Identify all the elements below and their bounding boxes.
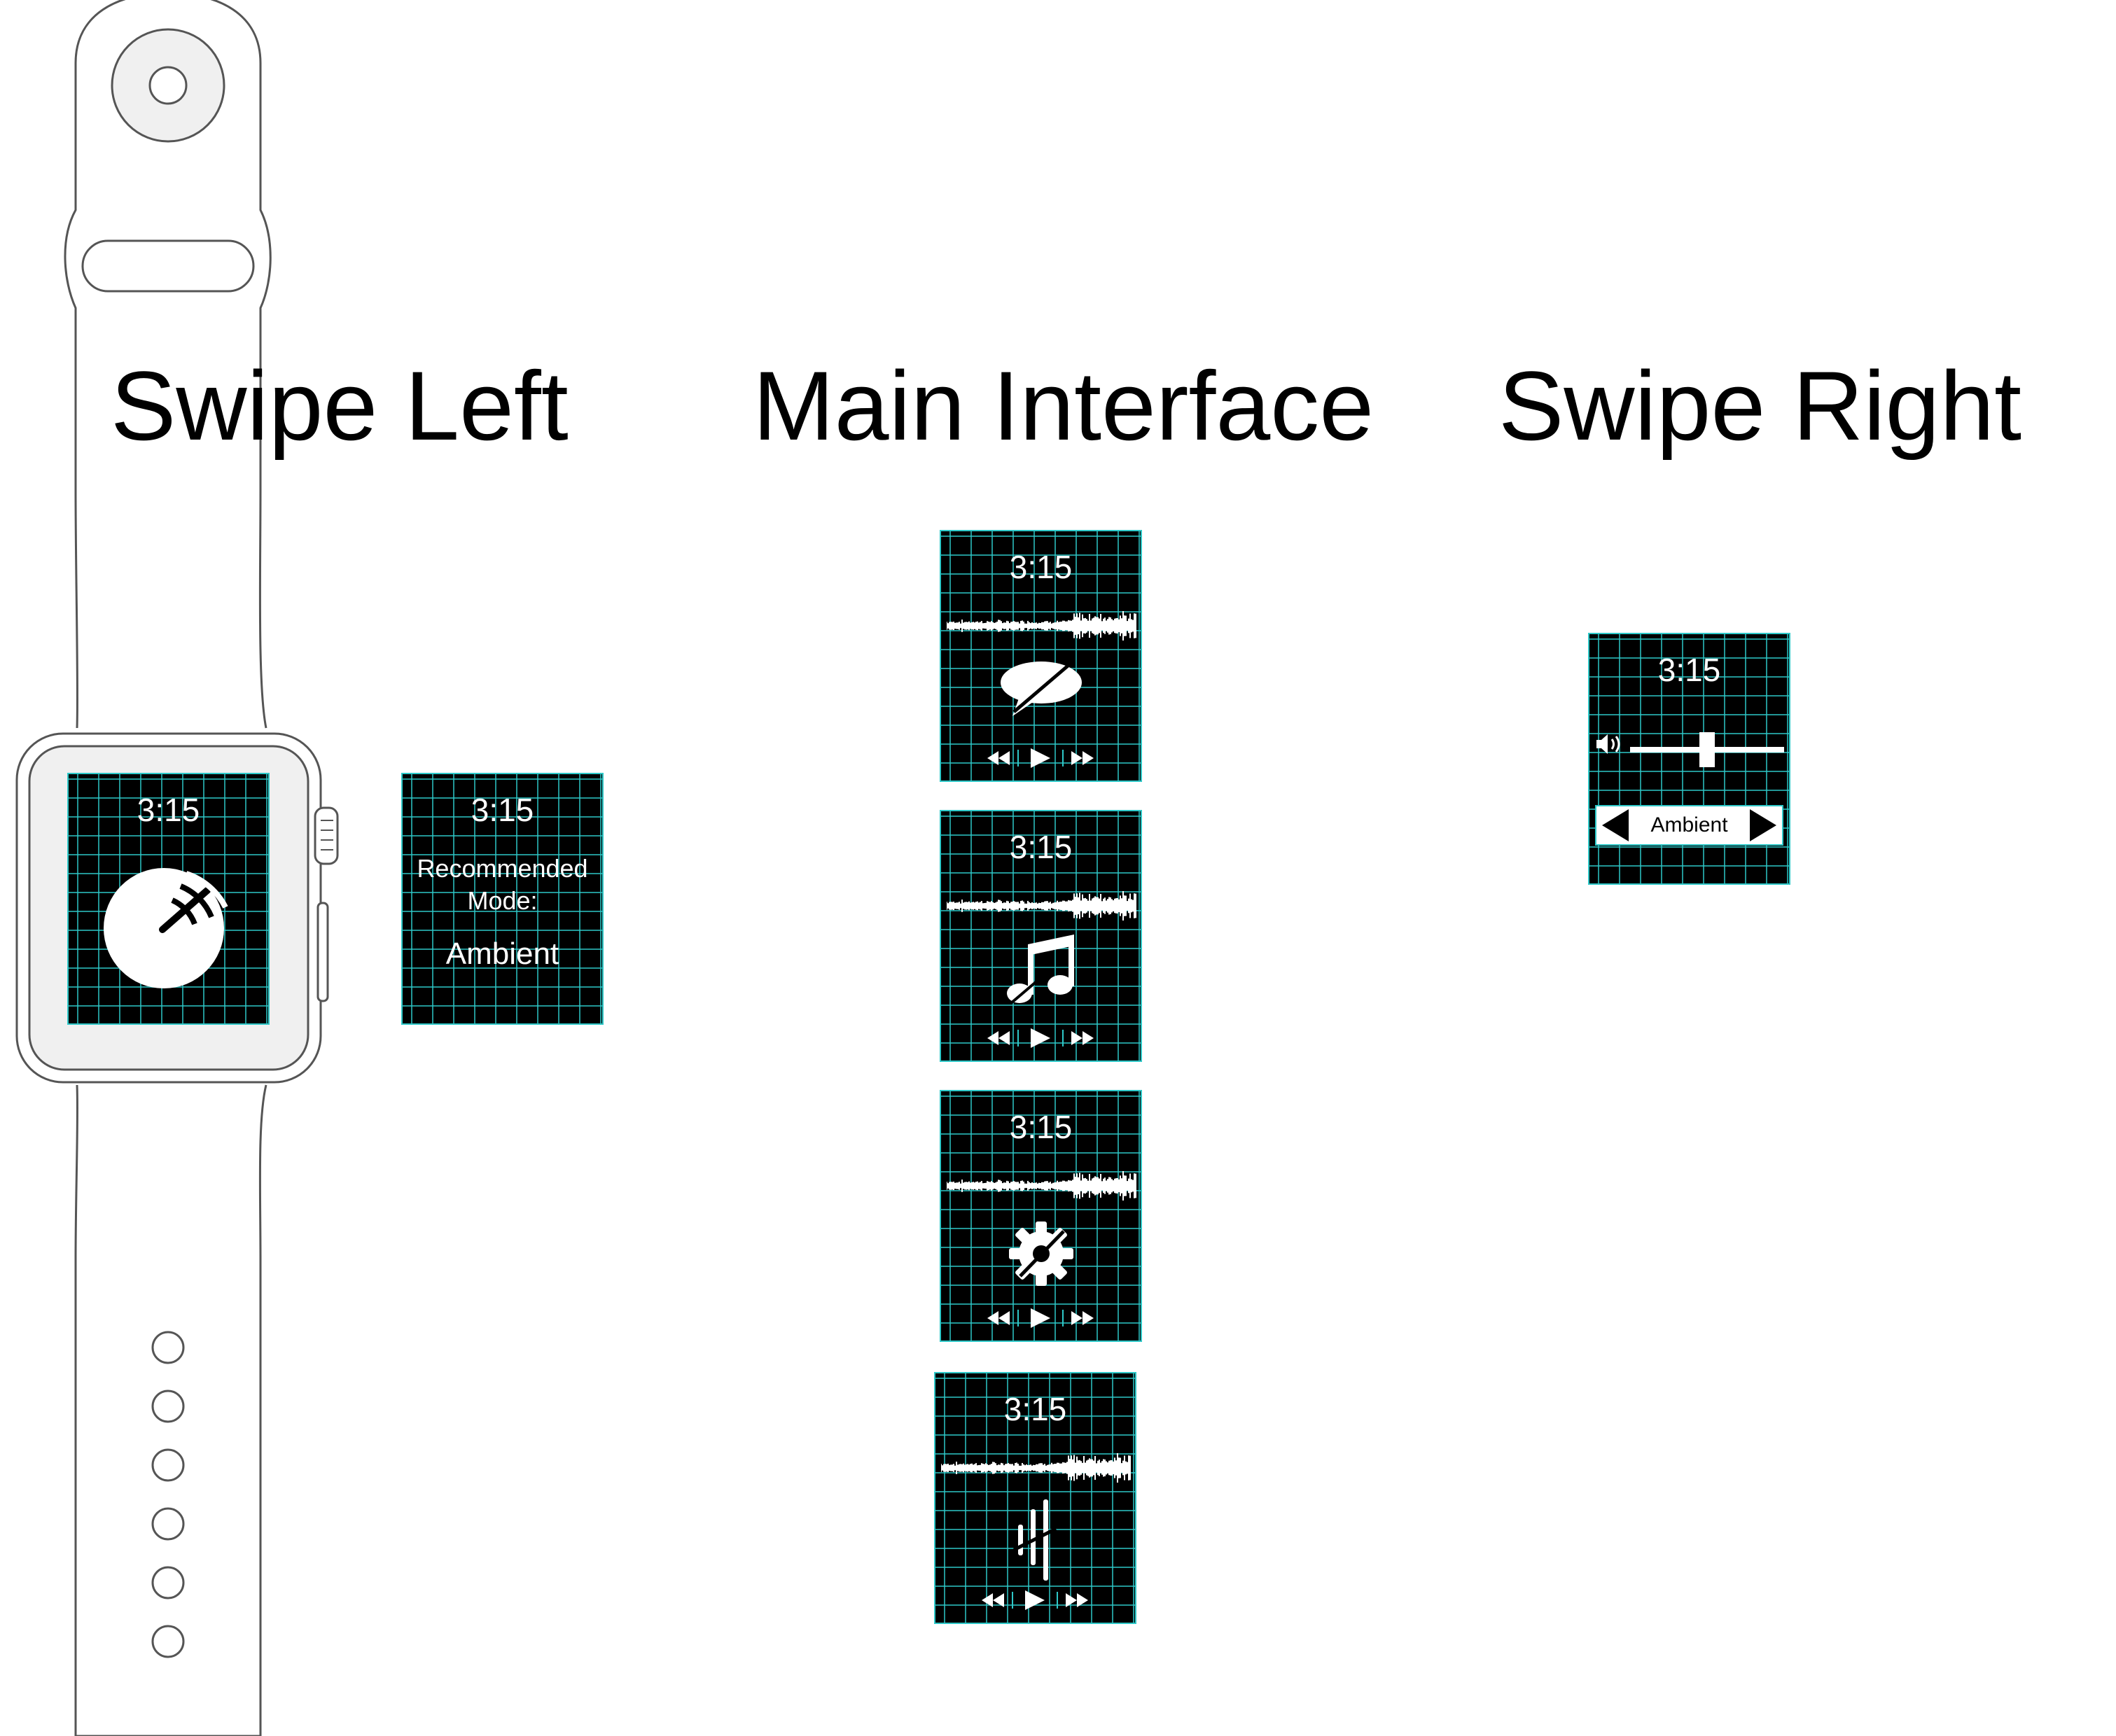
waveform <box>941 1453 1131 1483</box>
play-icon[interactable] <box>1030 1308 1050 1328</box>
heading-main-interface: Main Interface <box>753 351 1374 461</box>
band-hole <box>151 1331 185 1364</box>
transport-controls[interactable] <box>982 1026 1101 1051</box>
settings-time: 3:15 <box>1657 652 1721 688</box>
waveform <box>947 611 1136 640</box>
fast-forward-icon[interactable] <box>1071 1311 1094 1325</box>
recommended-mode-label: Recommended Mode: <box>417 854 588 915</box>
volume-slider[interactable] <box>1630 732 1784 767</box>
band-hole <box>151 1390 185 1423</box>
main-screen-music[interactable]: 3:15 <box>940 810 1142 1062</box>
band-hole <box>151 1448 185 1482</box>
mode-next-icon[interactable] <box>1747 806 1779 844</box>
watch-band-top <box>64 0 272 729</box>
band-hole <box>151 1566 185 1600</box>
radar-icon <box>103 868 228 988</box>
rewind-icon[interactable] <box>981 1593 1004 1607</box>
fast-forward-icon[interactable] <box>1071 751 1094 765</box>
play-icon[interactable] <box>1024 1590 1045 1610</box>
play-icon[interactable] <box>1030 748 1050 768</box>
digital-crown <box>314 806 339 865</box>
equalizer-bars-icon <box>1012 1499 1057 1581</box>
fast-forward-icon[interactable] <box>1065 1593 1088 1607</box>
band-hole <box>151 1507 185 1541</box>
settings-screen[interactable]: 3:15 Ambient <box>1588 633 1790 885</box>
fast-forward-icon[interactable] <box>1071 1031 1094 1045</box>
watch-face-time: 3:15 <box>137 792 200 828</box>
main-screen-settings[interactable]: 3:15 <box>940 1090 1142 1342</box>
heading-swipe-right: Swipe Right <box>1498 351 2022 461</box>
main-screen-chat[interactable]: 3:15 <box>940 530 1142 782</box>
transport-controls[interactable] <box>982 746 1101 771</box>
watch-face-screen[interactable]: 3:15 <box>67 773 270 1025</box>
volume-thumb[interactable] <box>1699 732 1715 767</box>
waveform <box>947 1171 1136 1200</box>
mode-prev-icon[interactable] <box>1599 806 1631 844</box>
side-button <box>316 902 329 1002</box>
music-note-icon <box>1006 934 1074 1004</box>
recommended-mode-value: Ambient <box>445 937 559 971</box>
transport-controls[interactable] <box>982 1306 1101 1331</box>
screen-time: 3:15 <box>1009 549 1073 585</box>
main-screen-equalizer[interactable]: 3:15 <box>934 1372 1136 1624</box>
rewind-icon[interactable] <box>987 751 1010 765</box>
transport-controls[interactable] <box>976 1588 1095 1613</box>
band-hole <box>151 1625 185 1658</box>
rewind-icon[interactable] <box>987 1311 1010 1325</box>
screen-time: 3:15 <box>1009 1109 1073 1145</box>
rewind-icon[interactable] <box>987 1031 1010 1045</box>
speaker-icon <box>1596 734 1620 754</box>
band-loop <box>81 239 255 293</box>
play-icon[interactable] <box>1030 1028 1050 1048</box>
waveform <box>947 891 1136 920</box>
speech-bubble-off-icon <box>1000 662 1082 716</box>
screen-time: 3:15 <box>1003 1391 1067 1427</box>
mode-selector[interactable]: Ambient <box>1595 805 1783 846</box>
recommendation-time: 3:15 <box>471 792 534 828</box>
gear-off-icon <box>1008 1222 1073 1286</box>
band-top-pin <box>148 66 188 105</box>
screen-time: 3:15 <box>1009 829 1073 865</box>
heading-swipe-left: Swipe Left <box>111 351 569 461</box>
mode-selector-label: Ambient <box>1650 813 1728 836</box>
recommendation-screen[interactable]: 3:15 Recommended Mode: Ambient <box>401 773 604 1025</box>
